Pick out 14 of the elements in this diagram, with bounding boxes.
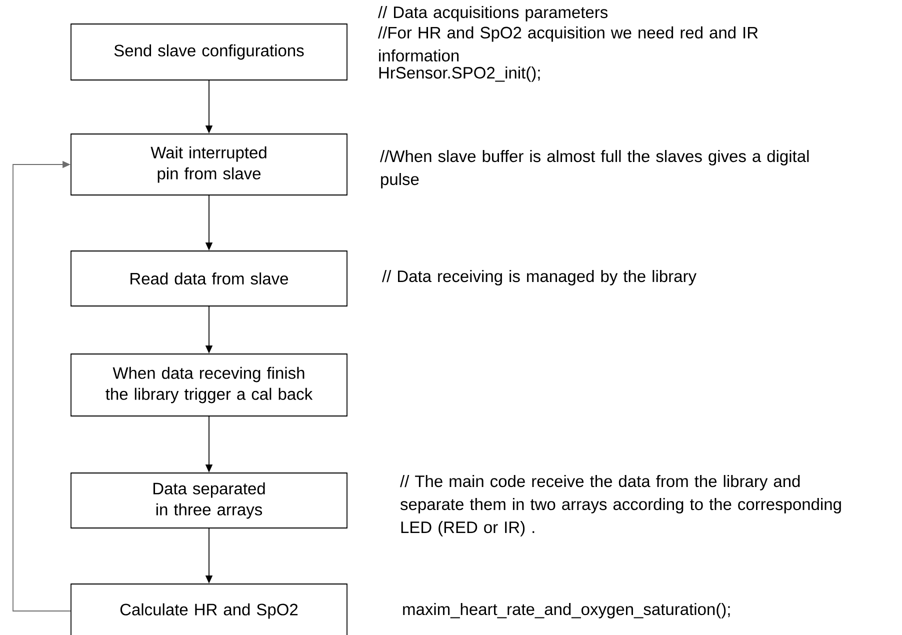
code-comment: maxim_heart_rate_and_oxygen_saturation(); [403, 603, 730, 618]
process-box: Wait interrupted pin from slave [70, 134, 348, 196]
process-box: Data separated in three arrays [70, 472, 348, 528]
code-comment: // Data receiving is managed by the library [382, 270, 696, 286]
arrow [12, 160, 71, 612]
process-box: Send slave configurations [70, 24, 348, 80]
code-comment: // The main code receive the data from the library and separate them in two arrays according to the corresponding LED (RED or IR) . [400, 475, 841, 536]
code-comment: HrSensor.SPO2_init(); [379, 66, 540, 82]
code-comment: //When slave buffer is almost full the slaves gives a digital pulse [380, 150, 809, 188]
process-box: When data receving finish the library trigger a cal back [70, 354, 348, 416]
code-comment: // Data acquisitions parameters [378, 6, 608, 22]
process-box: Calculate HR and SpO2 [70, 584, 348, 635]
code-comment: //For HR and SpO2 acquisition we need red and IR information [378, 26, 758, 62]
process-box: Read data from slave [70, 250, 348, 306]
